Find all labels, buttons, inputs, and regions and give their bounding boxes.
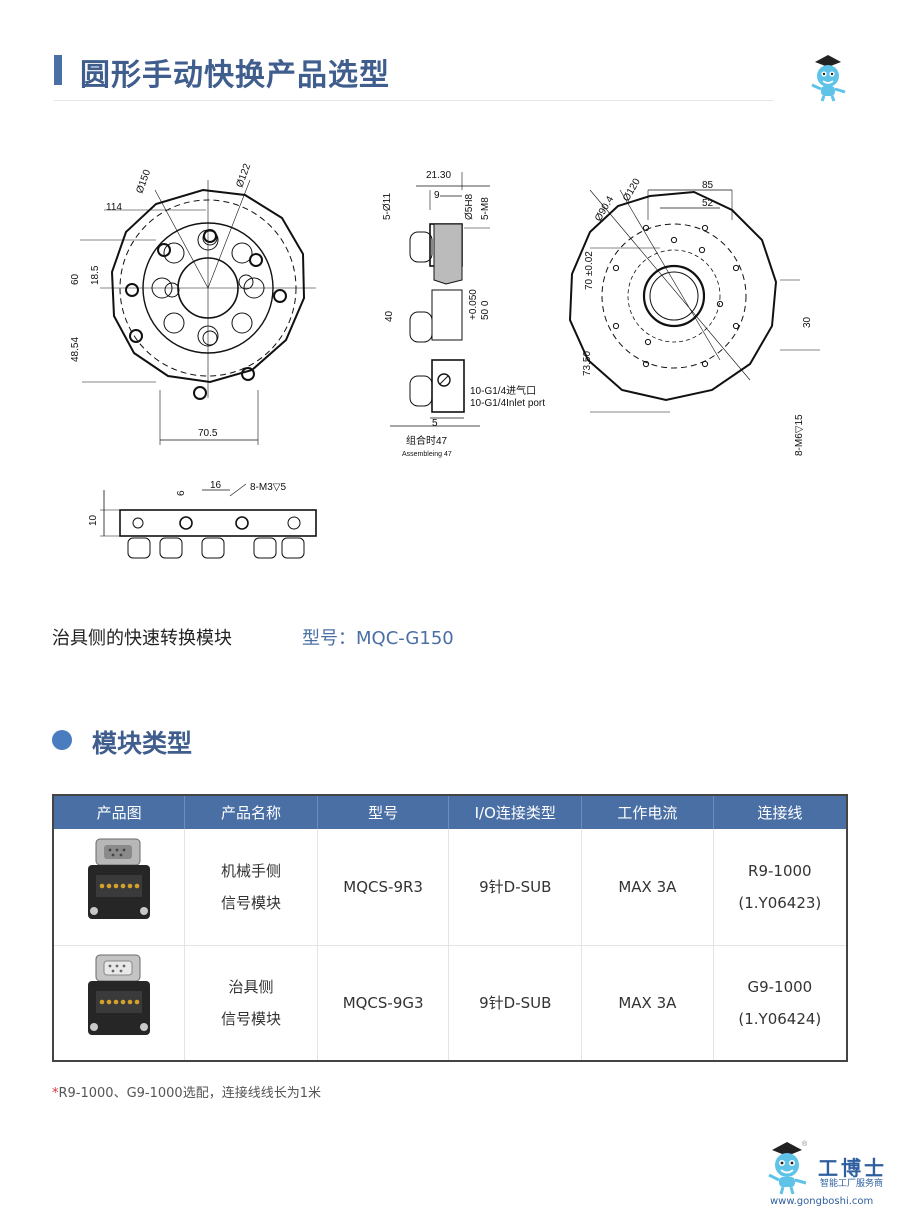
brand-mascot-icon: ® <box>768 1140 808 1195</box>
dim-70: 70 ±0.02 <box>584 251 595 290</box>
dim-30: 30 <box>802 316 813 328</box>
dim-d122: Ø122 <box>234 162 253 189</box>
cable-cell: G9-1000 (1.Y06424) <box>738 977 822 1028</box>
dim-5: 5 <box>432 418 438 429</box>
bottom-view-drawing <box>100 483 317 559</box>
technical-drawings: Ø150 Ø122 114 60 18.5 48.54 70.5 21.30 9… <box>70 162 820 559</box>
dim-tolerance: +0.050 <box>468 289 479 320</box>
side-view-drawing <box>390 172 490 427</box>
dim-5-d11: 5-Ø11 <box>382 193 393 220</box>
table-header-row: 产品图 产品名称 型号 I/O连接类型 工作电流 连接线 <box>53 795 847 829</box>
dim-21-30: 21.30 <box>426 170 451 181</box>
title-accent-bar <box>54 55 62 85</box>
table-row: 治具侧 信号模块 MQCS-9G3 9针D-SUB MAX 3A G9-1000… <box>53 945 847 1061</box>
header-current: 工作电流 <box>581 795 714 829</box>
dim-18-5: 18.5 <box>90 265 101 285</box>
dim-73-50: 73.50 <box>582 351 593 376</box>
io-cell: 9针D-SUB <box>448 945 583 1061</box>
product-image-cell <box>53 945 186 1061</box>
model-cell: MQCS-9R3 <box>317 829 450 946</box>
dim-8-m6: 8-M6▽15 <box>794 414 805 456</box>
product-caption: 治具侧的快速转换模块 <box>52 628 232 649</box>
dim-10: 10 <box>88 514 99 526</box>
dim-6: 6 <box>176 490 187 496</box>
product-name-cell: 机械手侧 信号模块 <box>184 829 318 946</box>
footnote: *R9-1000、G9-1000选配，连接线线长为1米 <box>52 1082 321 1101</box>
mascot-icon <box>811 55 846 102</box>
table-row: 机械手侧 信号模块 MQCS-9R3 9针D-SUB MAX 3A R9-100… <box>53 829 847 946</box>
dim-50: 50 0 <box>480 300 491 320</box>
dim-d90-4: Ø90.4 <box>593 194 616 223</box>
model-cell: MQCS-9G3 <box>317 945 450 1061</box>
dim-9: 9 <box>434 190 440 201</box>
dim-114: 114 <box>106 202 122 213</box>
dim-16: 16 <box>210 480 222 491</box>
section-bullet-icon <box>52 730 72 750</box>
dim-85: 85 <box>702 180 714 191</box>
product-model: 型号：MQC-G150 <box>302 628 454 649</box>
brand-url: www.gongboshi.com <box>770 1196 874 1207</box>
brand-name: 工博士 <box>818 1156 887 1180</box>
brand-tagline: 智能工厂服务商 <box>820 1179 884 1189</box>
header-model: 型号 <box>317 795 450 829</box>
dim-40: 40 <box>384 310 395 322</box>
module-type-table: 产品图 产品名称 型号 I/O连接类型 工作电流 连接线 <box>52 794 848 1062</box>
dim-60: 60 <box>70 273 81 285</box>
dim-d150: Ø150 <box>134 168 153 195</box>
dim-5-m8: 5-M8 <box>480 197 491 220</box>
product-image-cell <box>53 829 186 946</box>
cable-cell: R9-1000 (1.Y06423) <box>713 829 847 946</box>
section-title: 模块类型 <box>92 729 193 758</box>
front-view-drawing <box>80 179 316 445</box>
assembly-label-en: Assembleing 47 <box>402 451 452 458</box>
dim-48-54: 48.54 <box>70 337 81 362</box>
dim-d5h8: Ø5H8 <box>464 193 475 220</box>
header-cable: 连接线 <box>713 795 847 829</box>
registered-mark: ® <box>802 1140 808 1148</box>
dim-70-5: 70.5 <box>198 428 218 439</box>
dsub-module-image <box>88 838 151 920</box>
title-divider <box>54 100 774 101</box>
back-view-drawing <box>568 189 820 413</box>
header-image: 产品图 <box>53 795 186 829</box>
footnote-text: R9-1000、G9-1000选配，连接线线长为1米 <box>58 1086 321 1101</box>
port-label-en: 10-G1/4Inlet port <box>470 398 545 409</box>
io-cell: 9针D-SUB <box>448 829 583 946</box>
dim-52: 52 <box>702 198 714 209</box>
dsub-module-image <box>88 954 151 1036</box>
current-cell: MAX 3A <box>581 945 714 1061</box>
current-cell: MAX 3A <box>581 829 714 946</box>
page-title: 圆形手动快换产品选型 <box>80 58 390 93</box>
assembly-label-cn: 组合时47 <box>406 434 448 447</box>
header-name: 产品名称 <box>184 795 318 829</box>
header-io: I/O连接类型 <box>448 795 583 829</box>
product-name-cell: 治具侧 信号模块 <box>184 945 318 1061</box>
dim-8-m3: 8-M3▽5 <box>250 482 286 493</box>
port-label-cn: 10-G1/4进气口 <box>470 384 536 397</box>
footnote-star: * <box>52 1086 59 1101</box>
